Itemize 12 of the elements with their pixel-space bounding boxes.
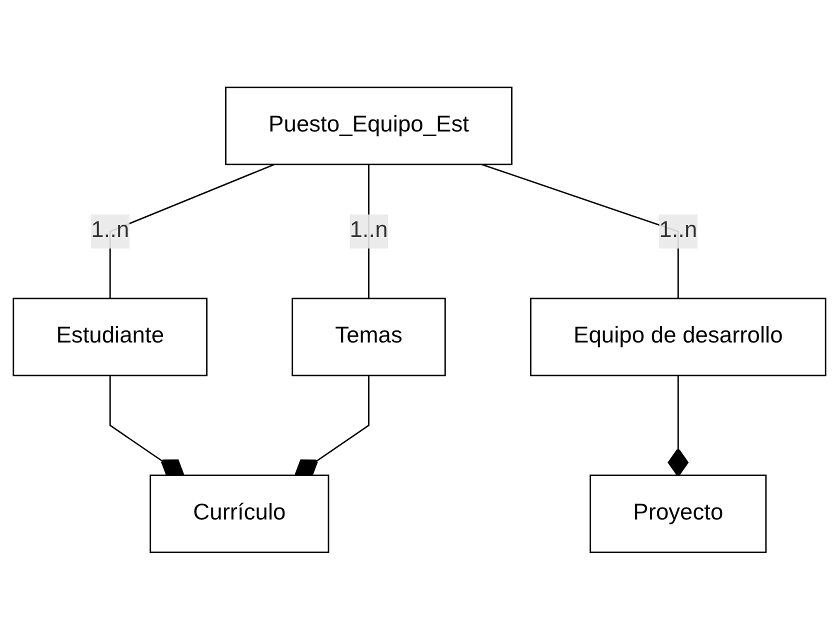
node-box: Equipo de desarrollo [530, 297, 826, 376]
node-box: Puesto_Equipo_Est [225, 86, 512, 165]
node-box: Temas [292, 297, 446, 376]
edge-label: 1..n [350, 218, 388, 242]
edge-label: 1..n [91, 218, 130, 242]
connector [668, 375, 688, 476]
node-box: Estudiante [12, 297, 208, 376]
node-box: Currículo [150, 474, 330, 553]
edge-label: 1..n [659, 218, 698, 242]
connector [294, 375, 370, 476]
node-box: Proyecto [590, 474, 767, 553]
connector [109, 375, 184, 476]
